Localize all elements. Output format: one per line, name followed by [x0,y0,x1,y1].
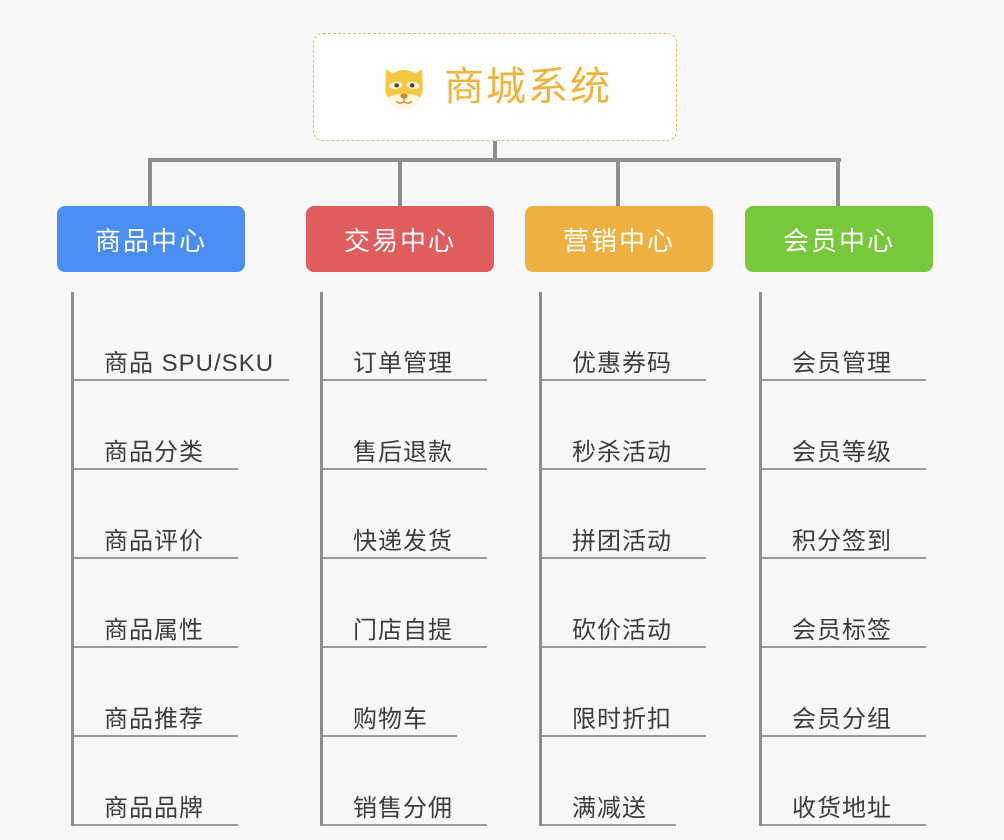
list-item-label: 售后退款 [353,438,453,466]
list-item-label: 订单管理 [353,349,453,377]
connector-drop-trade-center [398,158,402,208]
list-item-label: 优惠券码 [572,349,672,377]
list-item-label: 商品属性 [104,616,204,644]
list-item-label: 秒杀活动 [572,438,672,466]
list-item-label: 销售分佣 [353,794,453,822]
list-item[interactable]: 售后退款 [323,381,487,470]
root-node-title: 商城系统 [444,65,612,109]
list-item[interactable]: 商品分类 [74,381,238,470]
branch-header-member-center[interactable]: 会员中心 [745,206,933,272]
list-item[interactable]: 会员标签 [762,559,926,648]
list-item-label: 商品分类 [104,438,204,466]
list-item[interactable]: 限时折扣 [542,648,706,737]
list-item-label: 会员分组 [792,705,892,733]
branch-header-label: 营销中心 [562,225,675,256]
list-item-label: 商品品牌 [104,794,204,822]
list-item[interactable]: 门店自提 [323,559,487,648]
dog-face-icon [385,69,423,110]
list-item[interactable]: 优惠券码 [542,292,706,381]
list-item[interactable]: 商品品牌 [74,737,238,826]
list-item[interactable]: 收货地址 [762,737,926,826]
root-node-shopping-mall-system[interactable]: 商城系统 [313,33,677,141]
branch-item-list-marketing-center: 优惠券码 秒杀活动 拼团活动 砍价活动 限时折扣 满减送 [539,292,713,826]
list-item-label: 购物车 [353,705,428,733]
branch-member-center: 会员中心 会员管理 会员等级 积分签到 会员标签 会员分组 收货地址 [745,206,933,826]
branch-item-list-trade-center: 订单管理 售后退款 快递发货 门店自提 购物车 销售分佣 [320,292,494,826]
list-item-label: 快递发货 [353,527,453,555]
list-item-label: 商品推荐 [104,705,204,733]
list-item[interactable]: 快递发货 [323,470,487,559]
list-item[interactable]: 会员管理 [762,292,926,381]
list-item-label: 会员标签 [792,616,892,644]
list-item[interactable]: 订单管理 [323,292,487,381]
list-item-label: 商品评价 [104,527,204,555]
list-item-label: 会员管理 [792,349,892,377]
branch-header-label: 会员中心 [782,225,895,256]
list-item[interactable]: 积分签到 [762,470,926,559]
list-item[interactable]: 商品评价 [74,470,238,559]
branch-product-center: 商品中心 商品 SPU/SKU 商品分类 商品评价 商品属性 商品推荐 商品品牌 [57,206,289,826]
list-item-label: 拼团活动 [572,527,672,555]
list-item[interactable]: 秒杀活动 [542,381,706,470]
list-item-label: 收货地址 [792,794,892,822]
list-item[interactable]: 会员分组 [762,648,926,737]
list-item[interactable]: 砍价活动 [542,559,706,648]
branch-header-label: 交易中心 [343,225,456,256]
list-item[interactable]: 满减送 [542,737,676,826]
list-item[interactable]: 购物车 [323,648,457,737]
list-item[interactable]: 商品推荐 [74,648,238,737]
branch-marketing-center: 营销中心 优惠券码 秒杀活动 拼团活动 砍价活动 限时折扣 满减送 [525,206,713,826]
connector-drop-marketing-center [616,158,620,208]
list-item[interactable]: 销售分佣 [323,737,487,826]
connector-drop-product-center [148,158,152,208]
branch-item-list-member-center: 会员管理 会员等级 积分签到 会员标签 会员分组 收货地址 [759,292,933,826]
branch-header-product-center[interactable]: 商品中心 [57,206,245,272]
list-item-label: 门店自提 [353,616,453,644]
list-item-label: 砍价活动 [572,616,672,644]
branch-header-trade-center[interactable]: 交易中心 [306,206,494,272]
list-item[interactable]: 商品属性 [74,559,238,648]
connector-drop-member-center [836,158,840,208]
list-item-label: 满减送 [572,794,647,822]
list-item-label: 限时折扣 [572,705,672,733]
branch-header-marketing-center[interactable]: 营销中心 [525,206,713,272]
list-item-label: 商品 SPU/SKU [104,349,275,377]
list-item[interactable]: 拼团活动 [542,470,706,559]
list-item-label: 会员等级 [792,438,892,466]
list-item-label: 积分签到 [792,527,892,555]
branch-item-list-product-center: 商品 SPU/SKU 商品分类 商品评价 商品属性 商品推荐 商品品牌 [71,292,289,826]
connector-root-stem [493,141,497,162]
list-item[interactable]: 会员等级 [762,381,926,470]
list-item[interactable]: 商品 SPU/SKU [74,292,289,381]
branch-header-label: 商品中心 [94,225,207,256]
connector-horizontal-bus [148,158,841,162]
branch-trade-center: 交易中心 订单管理 售后退款 快递发货 门店自提 购物车 销售分佣 [306,206,494,826]
